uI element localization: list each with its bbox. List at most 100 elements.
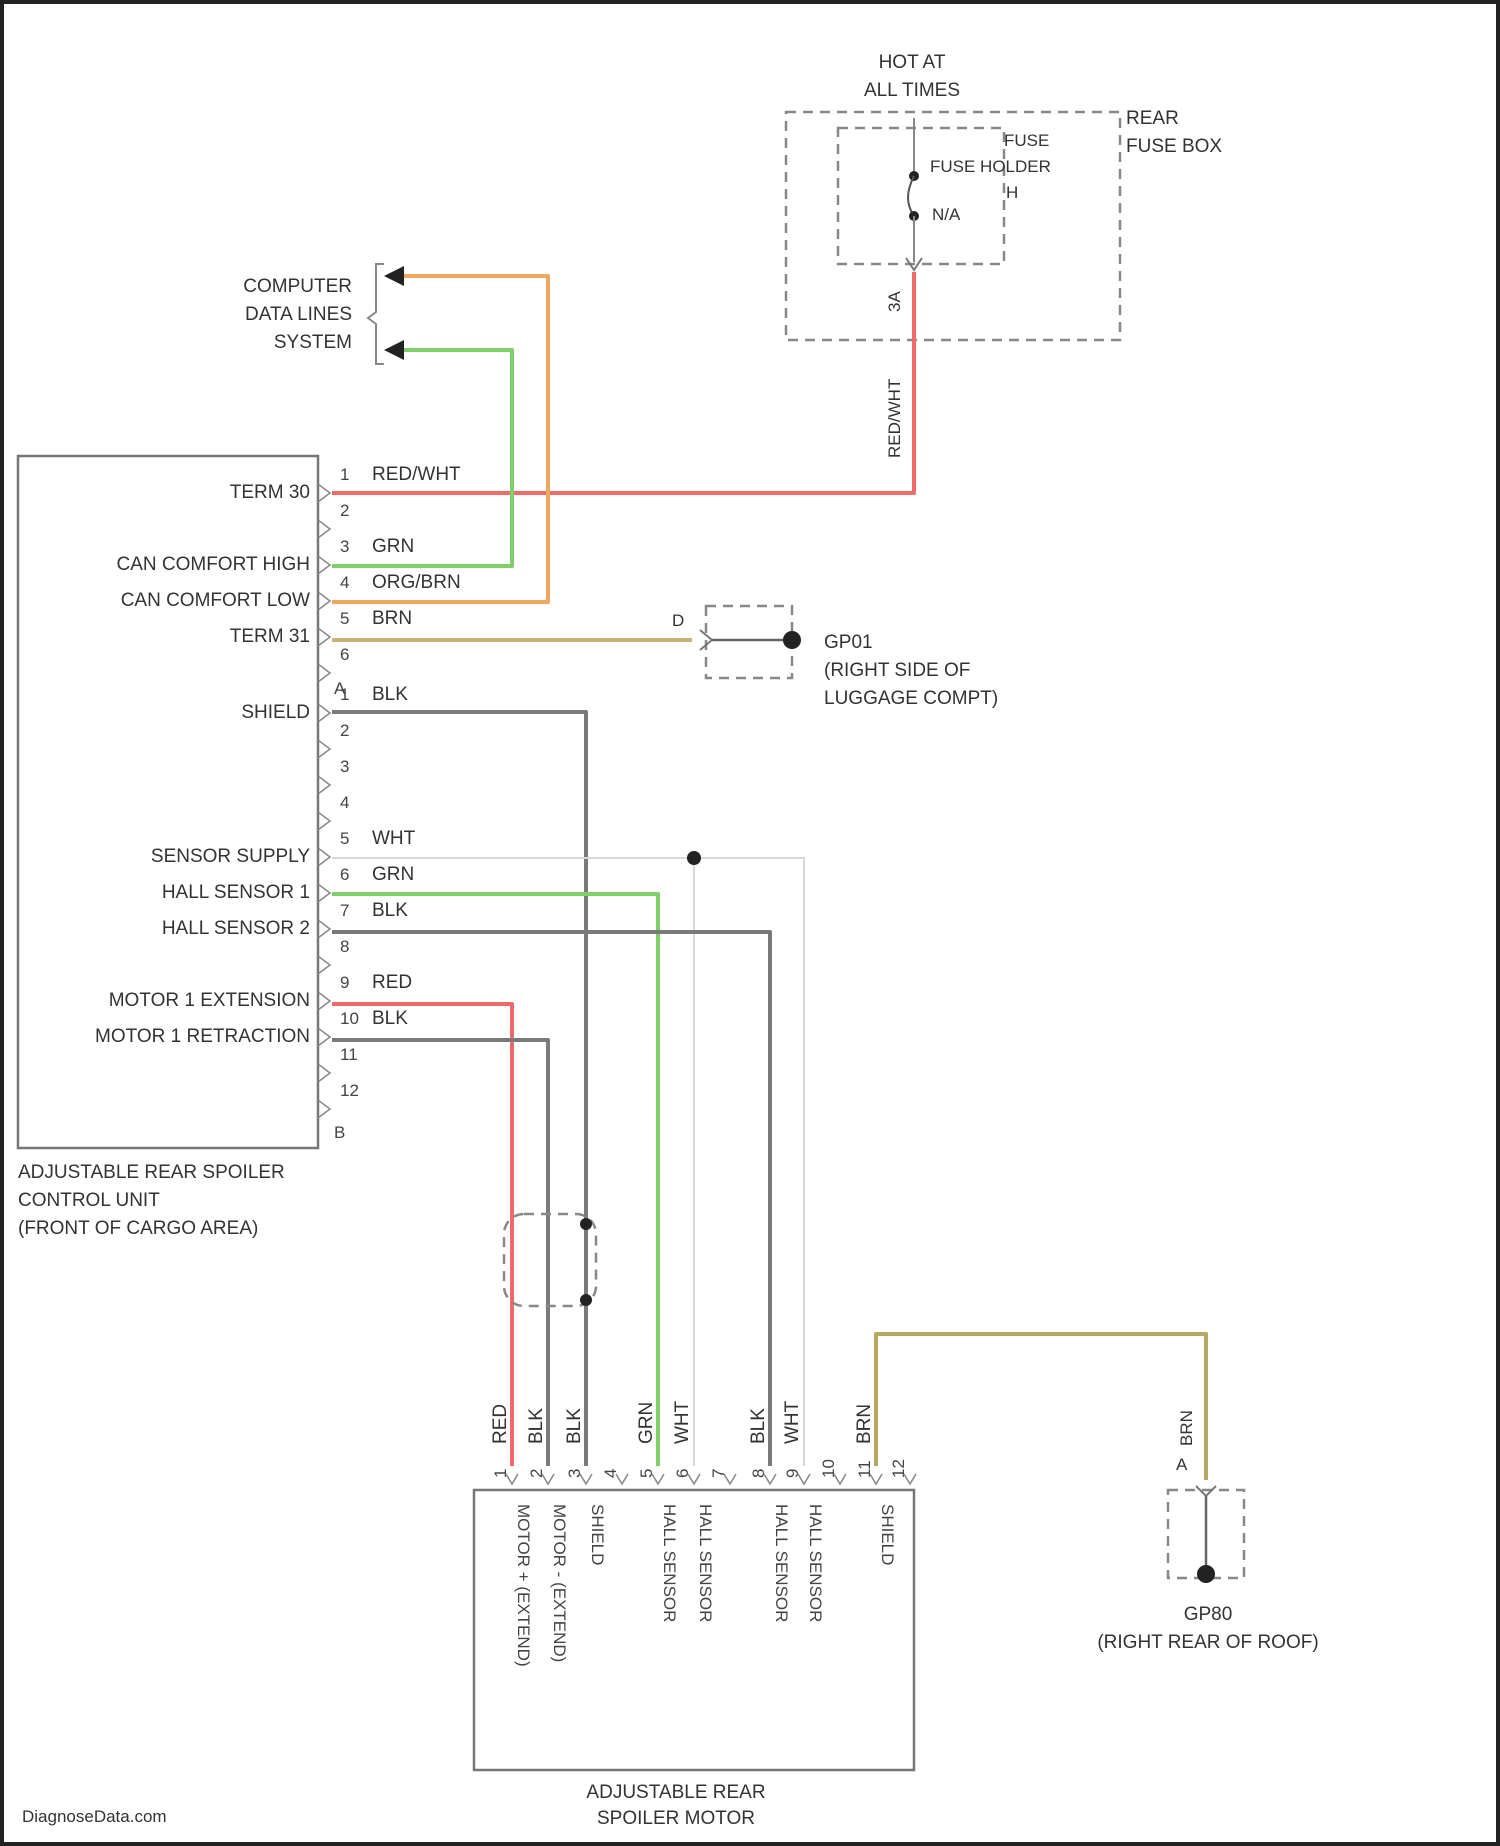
gp80-ground-icon <box>1197 1565 1215 1583</box>
cu-pin-number: 2 <box>340 501 349 520</box>
cu-pin-arrow-icon <box>318 956 330 974</box>
motor-pin-wire-color: GRN <box>636 1402 657 1444</box>
fuse-holder-h-label: H <box>1006 183 1018 202</box>
cu-pin-wire-color: GRN <box>372 536 414 557</box>
connector-b-letter: B <box>334 1123 345 1142</box>
motor-pin-function: SHIELD <box>878 1504 897 1565</box>
wire-motor-ret-blk <box>332 1040 548 1466</box>
cu-pin-arrow-icon <box>318 884 330 902</box>
fuse-holder-outline <box>838 128 1004 264</box>
all-times-label: ALL TIMES <box>864 80 960 101</box>
cu-pin-number: 3 <box>340 757 349 776</box>
motor-outline <box>474 1490 914 1770</box>
cu-pin-arrow-icon <box>318 812 330 830</box>
cu-pin-number: 4 <box>340 573 349 592</box>
cu-pin-number: 2 <box>340 721 349 740</box>
motor-pin-function: HALL SENSOR <box>660 1504 679 1622</box>
cu-pin-wire-color: BLK <box>372 900 408 921</box>
cu-pin-number: 12 <box>340 1081 359 1100</box>
control-unit-name-2: CONTROL UNIT <box>18 1190 160 1211</box>
data-lines-label: DATA LINES <box>245 304 352 325</box>
cu-pin-number: 1 <box>340 465 349 484</box>
computer-data-lines-system: COMPUTER DATA LINES SYSTEM <box>243 264 404 364</box>
cu-pin-wire-color: BLK <box>372 1008 408 1029</box>
cu-pin-function: SENSOR SUPPLY <box>151 846 310 867</box>
data-lines-bracket <box>368 264 384 364</box>
cu-pin-arrow-icon <box>318 704 330 722</box>
cu-pin-number: 6 <box>340 645 349 664</box>
cu-pin-wire-color: BRN <box>372 608 412 629</box>
system-label: SYSTEM <box>274 332 352 353</box>
cu-pin-arrow-icon <box>318 1100 330 1118</box>
cu-pin-number: 5 <box>340 829 349 848</box>
cu-pin-wire-color: ORG/BRN <box>372 572 461 593</box>
cu-pin-arrow-icon <box>318 592 330 610</box>
cu-pin-arrow-icon <box>318 848 330 866</box>
cu-pin-number: 6 <box>340 865 349 884</box>
gp01-pin-label: D <box>672 611 684 630</box>
cu-pin-wire-color: GRN <box>372 864 414 885</box>
splice-sensor-supply <box>687 851 701 865</box>
cu-pin-arrow-icon <box>318 1064 330 1082</box>
motor-name-1: ADJUSTABLE REAR <box>586 1782 765 1803</box>
cu-pin-arrow-icon <box>318 992 330 1010</box>
motor-pin-wire-color: WHT <box>782 1400 803 1444</box>
watermark: DiagnoseData.com <box>22 1807 167 1826</box>
control-unit-name-1: ADJUSTABLE REAR SPOILER <box>18 1162 285 1183</box>
shield-splice-top <box>580 1218 592 1230</box>
computer-label: COMPUTER <box>243 276 352 297</box>
cu-pin-wire-color: WHT <box>372 828 416 849</box>
cu-pin-arrow-icon <box>318 484 330 502</box>
motor-name-2: SPOILER MOTOR <box>597 1808 755 1829</box>
ground-gp01: D GP01 (RIGHT SIDE OF LUGGAGE COMPT) <box>672 606 998 709</box>
gp01-name: GP01 <box>824 632 873 653</box>
connector-a-letter: A <box>334 679 346 698</box>
control-unit-name-3: (FRONT OF CARGO AREA) <box>18 1218 258 1239</box>
cu-pin-arrow-icon <box>318 664 330 682</box>
cu-pin-wire-color: RED/WHT <box>372 464 461 485</box>
connector-a-pins: 1 RED/WHT TERM 30 2 3 GRN CAN COMFORT HIGH 4 ORG… <box>116 464 461 682</box>
gp01-connector-outline <box>706 606 792 678</box>
fuse-link-icon <box>908 176 914 216</box>
gp80-name: GP80 <box>1184 1604 1233 1625</box>
motor-pin-function: HALL SENSOR <box>696 1504 715 1622</box>
motor-pin-function: HALL SENSOR <box>806 1504 825 1622</box>
cu-pin-number: 9 <box>340 973 349 992</box>
cu-pin-number: 7 <box>340 901 349 920</box>
cu-pin-wire-color: BLK <box>372 684 408 705</box>
cu-pin-number: 8 <box>340 937 349 956</box>
cu-pin-function: TERM 31 <box>230 626 310 647</box>
cu-pin-function: MOTOR 1 EXTENSION <box>109 990 310 1011</box>
cu-pin-wire-color: RED <box>372 972 412 993</box>
cu-pin-function: CAN COMFORT LOW <box>121 590 310 611</box>
rear-label: REAR <box>1126 108 1179 129</box>
wire-can-high-grn <box>332 350 512 566</box>
motor-pin-wire-color: RED <box>490 1404 511 1444</box>
cu-pin-function: MOTOR 1 RETRACTION <box>95 1026 310 1047</box>
rear-fuse-box-outline <box>786 112 1120 340</box>
cu-pin-function: TERM 30 <box>230 482 310 503</box>
cu-pin-arrow-icon <box>318 740 330 758</box>
motor-pin-function: SHIELD <box>588 1504 607 1565</box>
cu-pin-function: HALL SENSOR 1 <box>162 882 310 903</box>
hot-at-label: HOT AT <box>879 52 946 73</box>
rear-fuse-box: HOT AT ALL TIMES REAR FUSE BOX FUSE FUSE… <box>786 52 1222 458</box>
gp01-loc-1: (RIGHT SIDE OF <box>824 660 970 681</box>
cu-pin-function: SHIELD <box>241 702 310 723</box>
motor-pin-function: HALL SENSOR <box>772 1504 791 1622</box>
cu-pin-arrow-icon <box>318 556 330 574</box>
gp80-loc: (RIGHT REAR OF ROOF) <box>1097 1632 1318 1653</box>
cu-pin-number: 4 <box>340 793 349 812</box>
cu-pin-function: CAN COMFORT HIGH <box>116 554 310 575</box>
wire-sensor-supply-wht <box>332 858 804 1466</box>
cu-pin-arrow-icon <box>318 628 330 646</box>
red-wht-vertical-label: RED/WHT <box>885 379 904 458</box>
cu-pin-number: 3 <box>340 537 349 556</box>
cu-pin-number: 10 <box>340 1009 359 1028</box>
cu-pin-arrow-icon <box>318 520 330 538</box>
cu-pin-function: HALL SENSOR 2 <box>162 918 310 939</box>
wire-can-low-org-brn <box>332 276 548 602</box>
gp80-wire-color: BRN <box>1177 1410 1196 1446</box>
